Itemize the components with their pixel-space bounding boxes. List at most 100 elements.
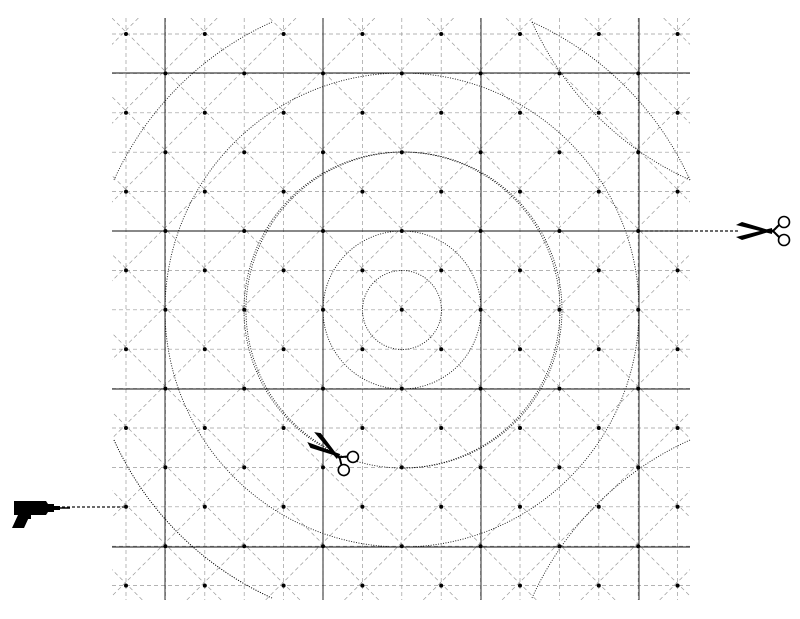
grid-dot bbox=[557, 307, 562, 312]
grid-dot bbox=[478, 386, 483, 391]
outer-arc bbox=[531, 21, 691, 181]
grid-dot bbox=[518, 110, 522, 115]
grid-dot bbox=[557, 465, 562, 470]
grid-dot bbox=[163, 307, 168, 312]
diagonal-guide-line bbox=[426, 18, 690, 282]
grid-dot bbox=[675, 32, 680, 36]
grid-dot bbox=[439, 110, 444, 115]
diagonal-guide-line bbox=[112, 253, 458, 600]
grid-dot bbox=[478, 229, 483, 233]
grid-dot bbox=[596, 347, 601, 352]
diagonal-guide-line bbox=[112, 18, 612, 518]
scissors-icon bbox=[307, 432, 360, 477]
grid-dot bbox=[675, 110, 680, 115]
grid-dot bbox=[321, 465, 325, 470]
grid-dot bbox=[596, 504, 601, 509]
outer-arc bbox=[113, 439, 273, 599]
grid-dot bbox=[675, 347, 680, 352]
grid-dot bbox=[636, 229, 641, 233]
grid-dot bbox=[518, 268, 522, 273]
grid-dot bbox=[675, 189, 680, 194]
grid-dot bbox=[636, 465, 641, 470]
grid-dot bbox=[636, 544, 641, 549]
grid-dot bbox=[360, 347, 365, 352]
diagonal-guide-line bbox=[742, 18, 800, 600]
grid-dot bbox=[281, 347, 286, 352]
diagonal-guide-line bbox=[112, 18, 376, 282]
grid-dot bbox=[281, 583, 286, 588]
grid-dot bbox=[202, 189, 207, 194]
grid-dot bbox=[321, 229, 325, 233]
grid-dot bbox=[399, 150, 404, 155]
grid-dot bbox=[202, 32, 207, 36]
grid-dot bbox=[557, 150, 562, 155]
grid-dot bbox=[242, 544, 247, 549]
diagonal-guide-line bbox=[186, 96, 690, 600]
grid-dot bbox=[202, 504, 207, 509]
grid-dot bbox=[360, 583, 365, 588]
grid-dot bbox=[439, 426, 444, 430]
grid-dot bbox=[675, 268, 680, 273]
grid-dot bbox=[518, 347, 522, 352]
grid-dot bbox=[596, 189, 601, 194]
grid-dot bbox=[557, 71, 562, 76]
grid-dot bbox=[557, 544, 562, 549]
grid-dot bbox=[321, 71, 325, 76]
grid-dot bbox=[439, 32, 444, 36]
grid-dot bbox=[399, 307, 404, 312]
grid-dot bbox=[518, 583, 522, 588]
grid-dot bbox=[439, 268, 444, 273]
dotted-circle bbox=[362, 270, 442, 350]
diagonal-guide-line bbox=[112, 18, 690, 597]
grid-dot bbox=[124, 347, 128, 352]
outer-arc bbox=[531, 21, 691, 181]
grid-dot bbox=[478, 150, 483, 155]
outer-arc bbox=[531, 439, 691, 599]
grid-dot bbox=[399, 229, 404, 233]
diagonal-guide-line bbox=[265, 175, 690, 600]
grid-dot bbox=[360, 268, 365, 273]
grid-dot bbox=[675, 583, 680, 588]
grid-dot bbox=[596, 583, 601, 588]
grid-dot bbox=[202, 347, 207, 352]
drill-icon bbox=[12, 501, 70, 528]
grid-dot bbox=[399, 71, 404, 76]
grid-dots bbox=[124, 32, 680, 588]
grid-dot bbox=[439, 347, 444, 352]
grid-dot bbox=[439, 583, 444, 588]
grid-dot bbox=[518, 32, 522, 36]
grid-dot bbox=[636, 71, 641, 76]
diagonal-guide-line bbox=[344, 253, 690, 600]
grid-dot bbox=[242, 307, 247, 312]
grid-dot bbox=[596, 32, 601, 36]
grid-dot bbox=[124, 268, 128, 273]
grid-dot bbox=[163, 386, 168, 391]
grid-dot bbox=[478, 544, 483, 549]
grid-dot bbox=[675, 504, 680, 509]
diagonal-guide-line bbox=[348, 18, 690, 361]
diagonal-guide-line bbox=[659, 569, 690, 600]
grid-dot bbox=[124, 189, 128, 194]
grid-dot bbox=[321, 150, 325, 155]
diagonal-guide-line bbox=[112, 18, 454, 361]
grid-dot bbox=[399, 386, 404, 391]
grid-dot bbox=[478, 465, 483, 470]
grid-dot bbox=[360, 32, 365, 36]
grid-dot bbox=[478, 71, 483, 76]
grid-dot bbox=[163, 465, 168, 470]
grid-dot bbox=[636, 386, 641, 391]
dotted-spiral-arc bbox=[245, 151, 563, 469]
grid-dot bbox=[124, 583, 128, 588]
diagonal-guide-line bbox=[663, 18, 690, 45]
grid-dot bbox=[202, 583, 207, 588]
grid-dot bbox=[360, 426, 365, 430]
grid-dot bbox=[557, 229, 562, 233]
diagonal-guide-line bbox=[584, 18, 690, 124]
diagonal-guide-line bbox=[112, 18, 533, 439]
grid-dot bbox=[399, 465, 404, 470]
grid-dot bbox=[557, 386, 562, 391]
diagonal-guide-line bbox=[738, 18, 800, 600]
grid-dot bbox=[163, 544, 168, 549]
